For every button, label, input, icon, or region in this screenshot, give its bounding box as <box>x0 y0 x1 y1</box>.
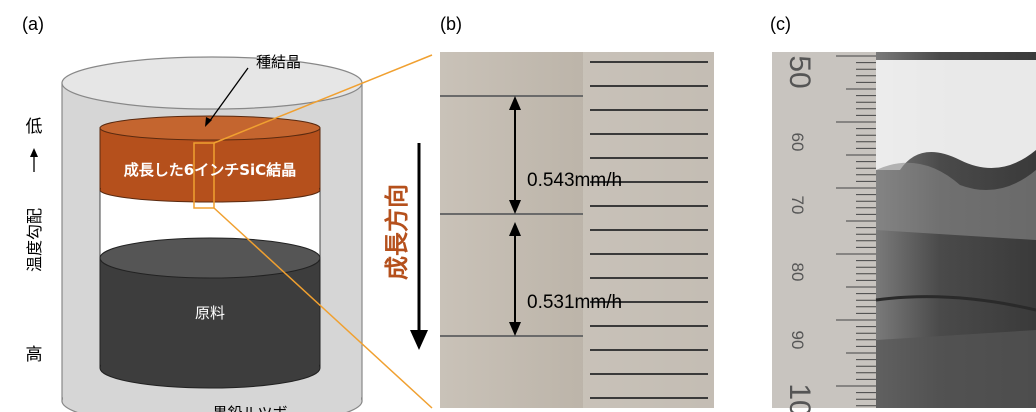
ruler-photo-c <box>772 52 876 408</box>
growth-rate-lower: 0.531mm/h <box>527 292 622 313</box>
panel-a-label: (a) <box>22 14 44 34</box>
ruler-ticks-b <box>590 61 708 399</box>
boule-lower-region <box>876 330 1036 408</box>
seed-pointer-line <box>208 67 249 123</box>
measurement-lower <box>509 222 521 336</box>
growth-striations <box>440 95 583 337</box>
growth-direction-label: 成長方向 <box>383 184 411 280</box>
boule-midtone <box>876 162 1036 240</box>
boule-highlight <box>876 60 1036 170</box>
grown-sic-crystal <box>99 115 321 203</box>
temp-gradient-label: 温度勾配 <box>25 208 44 272</box>
source-material <box>99 237 321 389</box>
low-temp-label: 低 <box>26 117 43 137</box>
source-material-label: 原料 <box>195 304 225 322</box>
seed-pointer-arrowhead <box>205 117 212 127</box>
crucible-label: 黒鉛ルツボ <box>212 404 287 412</box>
boule-band <box>875 295 1036 312</box>
panel-b-label: (b) <box>440 14 462 34</box>
seed-crystal-label: 種結晶 <box>256 53 301 71</box>
panel-c: (c) 50 60 70 80 90 10 <box>770 14 1036 412</box>
panel-b: (b) 成長方向 0.543mm/h 0.531mm/h <box>383 14 714 408</box>
ruler-label-80: 80 <box>788 263 807 282</box>
ruler-label-50: 50 <box>783 55 816 88</box>
temp-gradient-arrowhead <box>30 148 38 157</box>
ruler-label-100: 10 <box>783 383 816 412</box>
growth-direction-arrowhead <box>410 330 428 350</box>
high-temp-label: 高 <box>26 345 43 365</box>
grown-crystal-label: 成長した6インチSiC結晶 <box>124 161 296 179</box>
zoom-line-bottom <box>213 207 433 409</box>
ruler-label-90: 90 <box>788 331 807 350</box>
panel-a: (a) 成長した6インチSiC結晶 原料 <box>22 14 363 412</box>
zoom-box <box>193 142 215 209</box>
ruler-ticks-c <box>836 55 876 407</box>
zoom-line-top <box>213 54 433 144</box>
panel-c-label: (c) <box>770 14 791 34</box>
ruler-label-70: 70 <box>788 196 807 215</box>
measurement-upper <box>509 96 521 214</box>
growth-rate-upper: 0.543mm/h <box>527 170 622 191</box>
ruler-label-60: 60 <box>788 133 807 152</box>
